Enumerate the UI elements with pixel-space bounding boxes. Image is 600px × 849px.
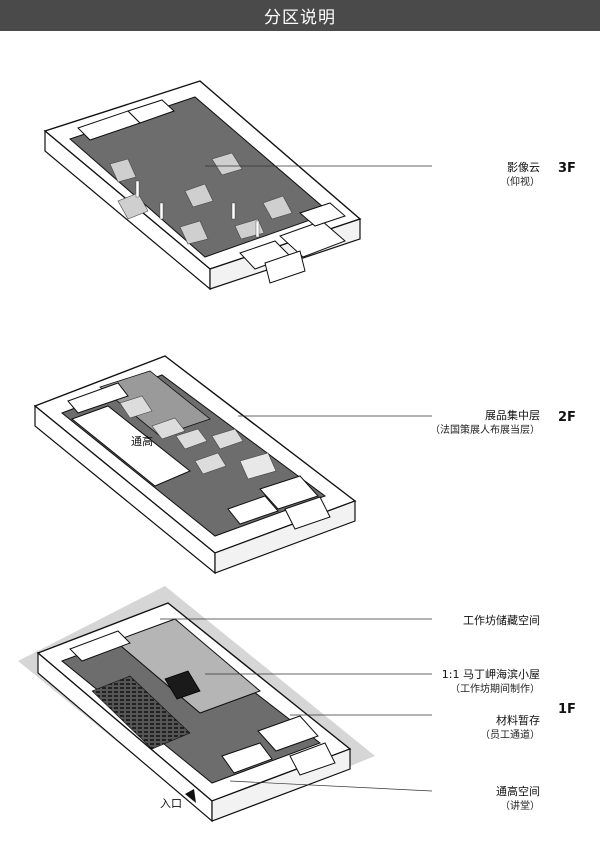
image-panel [211, 152, 243, 176]
floor-2f-model [33, 355, 432, 575]
exhibit-box [151, 417, 186, 440]
image-panel [117, 192, 149, 220]
exhibit-box [211, 428, 244, 450]
floor-number-1f: 1F [558, 702, 576, 717]
cabin-model [164, 670, 201, 700]
exhibit-box [175, 428, 208, 450]
zone-label-double-height-space: 通高空间 （讲堂） [496, 785, 540, 812]
entrance-arrow-icon [185, 789, 196, 803]
column [231, 202, 236, 220]
floor-number-2f: 2F [558, 410, 576, 425]
exhibit-box [239, 452, 277, 480]
floor-1f-model [18, 586, 433, 823]
zone-label-cabin: 1:1 马丁岬海滨小屋 （工作坊期间制作） [441, 668, 540, 695]
image-panel [262, 195, 293, 220]
column [135, 180, 140, 198]
image-panel [109, 158, 137, 183]
zoning-diagram [18, 80, 433, 823]
zone-label-workshop-storage: 工作坊储藏空间 [463, 614, 540, 627]
leader-line [229, 780, 433, 792]
column [255, 220, 260, 238]
page-title: 分区说明 [264, 8, 336, 28]
zone-label-exhibit-floor: 展品集中层 （法国策展人布展当层） [430, 409, 540, 436]
column [159, 202, 164, 220]
floor-3f-model [43, 80, 432, 291]
image-panel [179, 220, 209, 245]
image-panel [184, 183, 214, 208]
double-height-label: 通高 [131, 435, 153, 448]
double-height-void [70, 405, 191, 487]
zone-label-material-storage: 材料暂存 （员工通道） [480, 714, 540, 741]
lecture-hall-seating [91, 675, 191, 750]
zone-label-image-cloud: 影像云 （仰视） [500, 161, 540, 188]
exhibit-box [119, 395, 153, 419]
page-header: 分区说明 [0, 0, 600, 31]
exhibit-box [194, 452, 227, 475]
entrance-label: 入口 [160, 797, 182, 810]
floor-number-3f: 3F [558, 161, 576, 176]
